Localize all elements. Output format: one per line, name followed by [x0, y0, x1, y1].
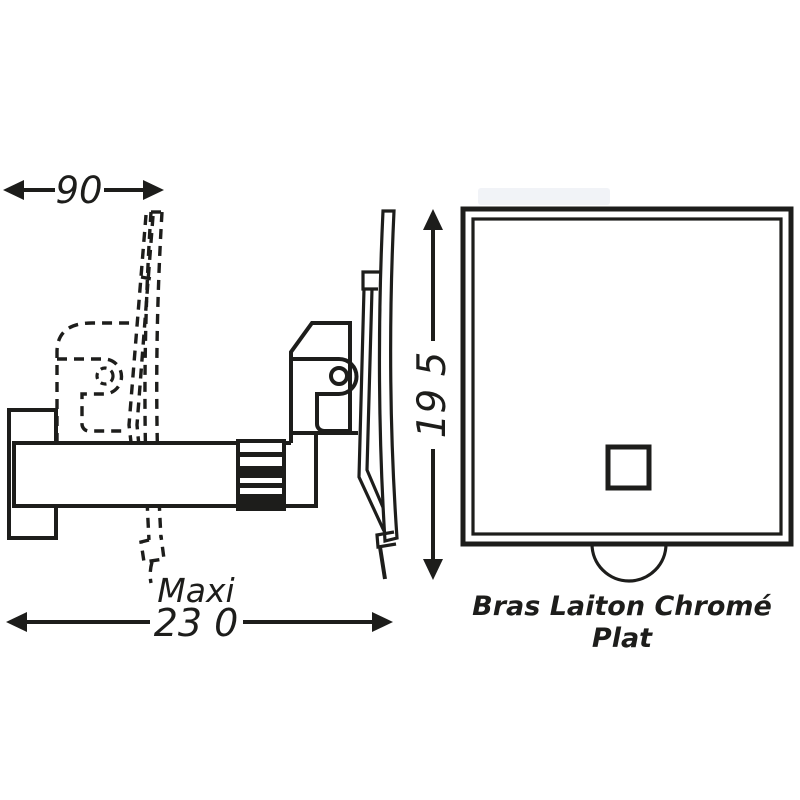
- mirror-bottom-edge: [378, 546, 387, 580]
- dimension-top-width: 90: [3, 169, 164, 212]
- dashed-support-back: [135, 215, 155, 469]
- coupling-rib: [240, 494, 282, 507]
- dashed-bracket-tab: [57, 357, 126, 433]
- mirror-glass: [377, 209, 399, 544]
- bracket-body: [289, 321, 352, 443]
- dashed-clip-step: [140, 275, 158, 282]
- dashed-bracket-outline: [55, 321, 130, 443]
- arrow-left-icon: [6, 612, 27, 632]
- hinge-bracket: [289, 321, 359, 443]
- mirror-inner-frame: [471, 217, 783, 536]
- wall-mount-knuckle: [590, 543, 668, 583]
- arrow-right-icon: [372, 612, 393, 632]
- dashed-leader-line: [148, 561, 154, 584]
- pivot-hole: [329, 366, 349, 386]
- dim-height-label: 19 5: [410, 352, 455, 439]
- arrow-right-icon: [143, 180, 164, 200]
- coupling-rib: [240, 466, 282, 478]
- dashed-mirror-back: [155, 211, 164, 539]
- folded-position-dashed: [55, 210, 166, 584]
- support-front-line: [357, 288, 386, 532]
- dashed-pivot-hole: [95, 366, 115, 386]
- dim-depth-label: 23 0: [154, 601, 239, 645]
- side-view: [7, 209, 399, 584]
- ribbed-coupling: [236, 439, 286, 511]
- dashed-mirror-bottom-step: [139, 535, 166, 564]
- arrow-down-icon: [423, 559, 443, 580]
- dimension-bottom-depth: Maxi 23 0: [6, 571, 393, 645]
- dim-maxi-label: Maxi: [157, 571, 234, 610]
- coupling-rib: [240, 483, 282, 488]
- dimension-side-height: 19 5: [410, 209, 455, 580]
- dashed-mirror-front: [143, 211, 153, 541]
- faint-watermark: [478, 188, 610, 205]
- mirror-outer-frame: [460, 206, 794, 547]
- product-caption: Bras Laiton Chromé Plat: [472, 591, 772, 654]
- caption-line2: Plat: [592, 623, 653, 654]
- bracket-tab: [291, 357, 359, 433]
- arrow-up-icon: [423, 209, 443, 230]
- dim-width-label: 90: [55, 169, 102, 212]
- mirror-side-profile: [375, 209, 399, 580]
- mirror-handle-detail: [605, 444, 652, 491]
- coupling-rib: [240, 452, 282, 457]
- arrow-left-icon: [3, 180, 24, 200]
- mirror-bottom-step: [375, 530, 397, 549]
- caption-line1: Bras Laiton Chromé: [472, 591, 772, 622]
- front-view: [460, 206, 794, 583]
